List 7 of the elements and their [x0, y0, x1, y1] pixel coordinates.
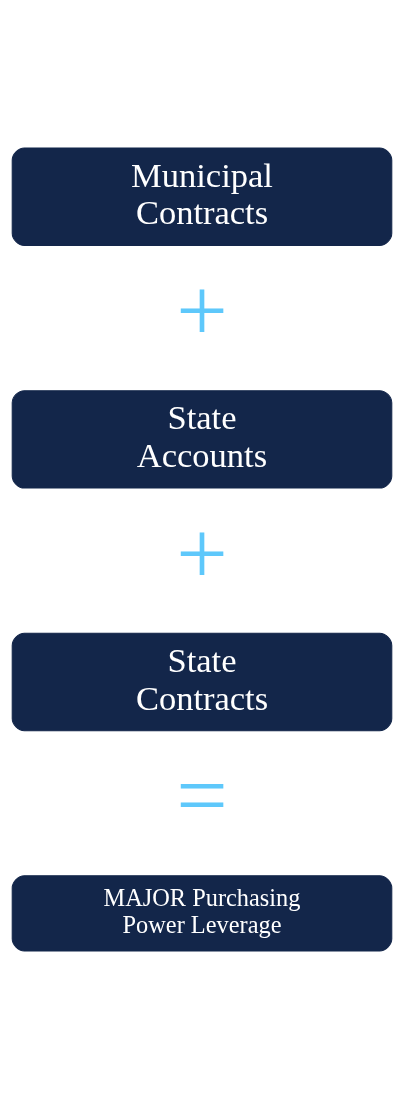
- label: +: [176, 502, 228, 604]
- node-box: MAJOR Purchasing Power Leverage: [11, 875, 393, 952]
- node-box: Municipal Contracts: [11, 147, 393, 246]
- label: =: [176, 745, 228, 847]
- node-box: State Contracts: [11, 632, 393, 732]
- node-box: State Accounts: [11, 390, 393, 489]
- label: +: [176, 259, 228, 361]
